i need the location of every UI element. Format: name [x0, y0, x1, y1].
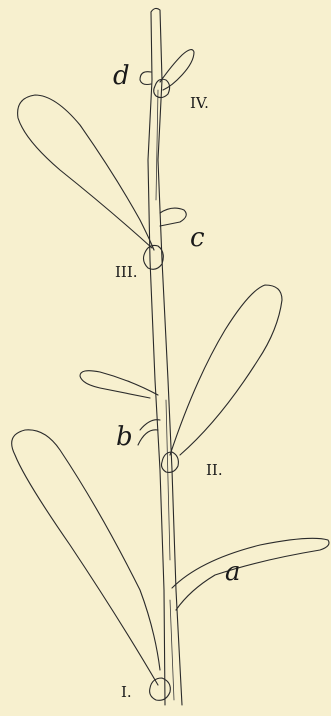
- branch-c: [160, 208, 186, 226]
- branch-d: [140, 72, 151, 85]
- main-stem: [148, 8, 182, 705]
- label-node-2: II.: [206, 461, 223, 479]
- leaf-small-left: [80, 371, 158, 398]
- label-d: d: [113, 61, 130, 91]
- branch-b: [138, 420, 160, 445]
- label-node-1: I.: [121, 683, 132, 701]
- leaf-node-4: [160, 50, 194, 90]
- label-b: b: [116, 422, 133, 452]
- label-c: c: [190, 223, 205, 253]
- leaf-node-1: [12, 430, 160, 685]
- leaf-node-2: [170, 285, 282, 455]
- branch-a: [172, 538, 329, 610]
- label-a: a: [225, 557, 241, 587]
- node-1-bud: [150, 678, 171, 700]
- label-node-4: IV.: [190, 94, 209, 112]
- leaf-node-3: [18, 95, 154, 250]
- label-node-3: III.: [115, 263, 138, 281]
